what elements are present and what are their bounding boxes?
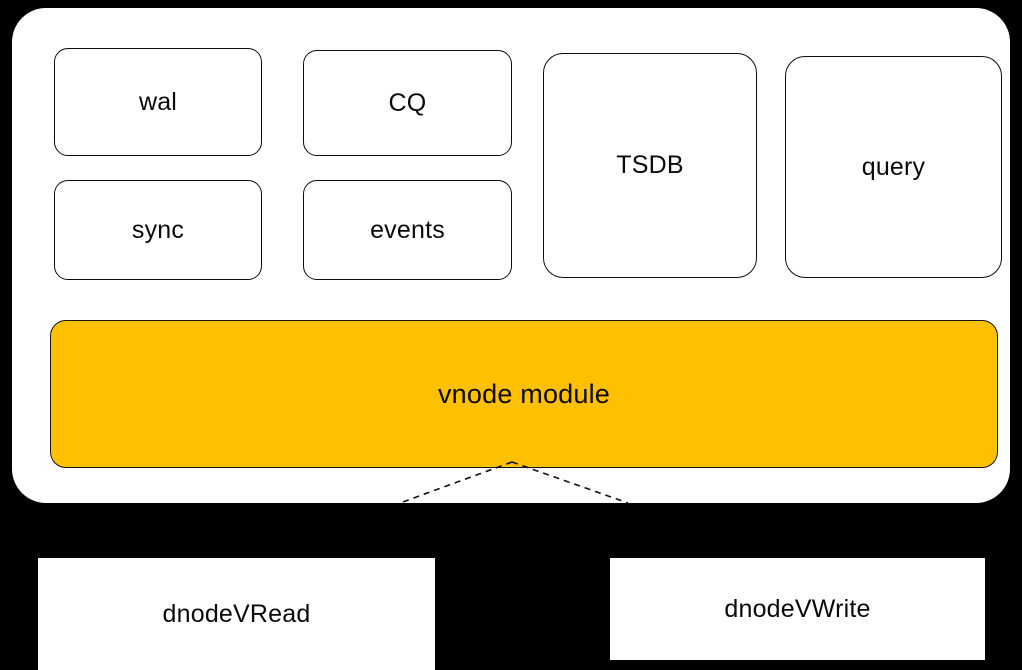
module-label-events: events (370, 215, 445, 244)
dnode-label-dnodevread: dnodeVRead (162, 599, 311, 628)
vnode-container: wal CQ TSDB query sync events vnode modu… (12, 8, 1010, 503)
module-box-sync[interactable]: sync (54, 180, 262, 280)
module-box-wal[interactable]: wal (54, 48, 262, 156)
vnode-module-label: vnode module (437, 378, 611, 409)
module-box-query[interactable]: query (785, 56, 1002, 278)
dnode-label-dnodevwrite: dnodeVWrite (724, 594, 871, 623)
module-label-query: query (861, 152, 926, 181)
dnode-box-dnodevwrite[interactable]: dnodeVWrite (610, 558, 985, 660)
module-label-tsdb: TSDB (616, 151, 684, 179)
module-box-events[interactable]: events (303, 180, 512, 280)
dnode-box-dnodevread[interactable]: dnodeVRead (38, 558, 435, 670)
vnode-module-bar[interactable]: vnode module (50, 320, 998, 468)
module-box-tsdb[interactable]: TSDB (543, 53, 757, 278)
module-label-sync: sync (131, 215, 185, 244)
module-label-wal: wal (138, 87, 178, 116)
module-box-cq[interactable]: CQ (303, 50, 512, 156)
module-label-cq: CQ (388, 88, 427, 117)
